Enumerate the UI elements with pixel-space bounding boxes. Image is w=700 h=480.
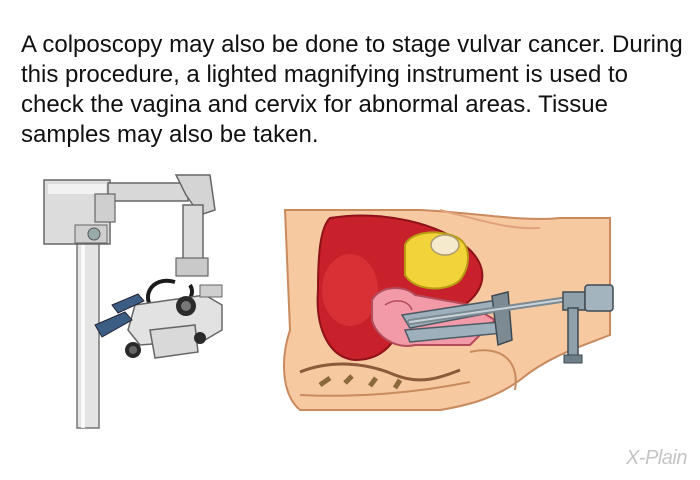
- x-plain-logo: X-Plain: [626, 447, 687, 469]
- caption-text: A colposcopy may also be done to stage v…: [21, 31, 683, 148]
- pelvic-cross-section-with-speculum-icon: [283, 209, 614, 411]
- colposcope-instrument-icon: [43, 174, 223, 429]
